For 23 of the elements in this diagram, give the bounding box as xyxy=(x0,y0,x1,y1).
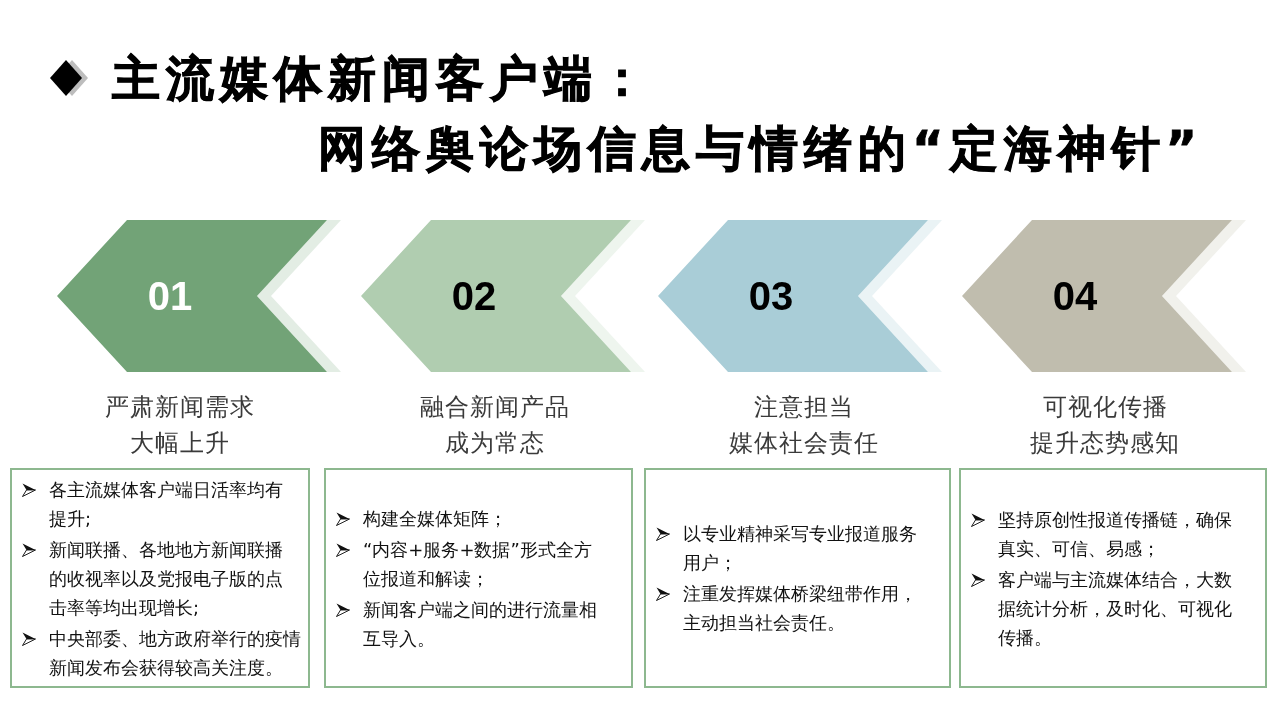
step-banner xyxy=(361,220,645,372)
bullet-text: 客户端与主流媒体结合，大数据统计分析，及时化、可视化传播。 xyxy=(998,567,1233,650)
step-banner xyxy=(57,220,341,372)
step-banner xyxy=(658,220,942,372)
slide-title: 主流媒体新闻客户端：网络舆论场信息与情绪的“定海神针” xyxy=(112,49,1204,178)
step-number: 04 xyxy=(1052,274,1098,318)
panel-heading: 严肃新闻需求大幅上升 xyxy=(105,392,255,459)
bullet-text: 新闻联播、各地地方新闻联播的收视率以及党报电子版的点击率等均出现增长; xyxy=(49,537,284,620)
panel-heading: 可视化传播提升态势感知 xyxy=(1030,392,1180,459)
bullet-text: 以专业精神采写专业报道服务用户； xyxy=(683,522,918,575)
bullet-text: 注重发挥媒体桥梁纽带作用，主动担当社会责任。 xyxy=(683,582,918,635)
step-number: 03 xyxy=(748,274,794,318)
step-banner xyxy=(962,220,1246,372)
bullet-text: 新闻客户端之间的进行流量相互导入。 xyxy=(363,597,598,651)
bullet-text: 中央部委、地方政府举行的疫情新闻发布会获得较高关注度。 xyxy=(49,626,302,680)
bullet-text: “内容+服务+数据”形式全方位报道和解读； xyxy=(363,537,593,591)
bullet-text: 构建全媒体矩阵； xyxy=(363,506,508,531)
panel-heading: 融合新闻产品成为常态 xyxy=(419,392,570,459)
bullet-text: 坚持原创性报道传播链，确保真实、可信、易感； xyxy=(998,507,1233,561)
bullet-text: 各主流媒体客户端日活率均有提升; xyxy=(49,477,284,531)
step-number: 02 xyxy=(451,274,497,318)
step-number: 01 xyxy=(147,274,193,318)
panel-heading: 注意担当媒体社会责任 xyxy=(728,392,879,459)
